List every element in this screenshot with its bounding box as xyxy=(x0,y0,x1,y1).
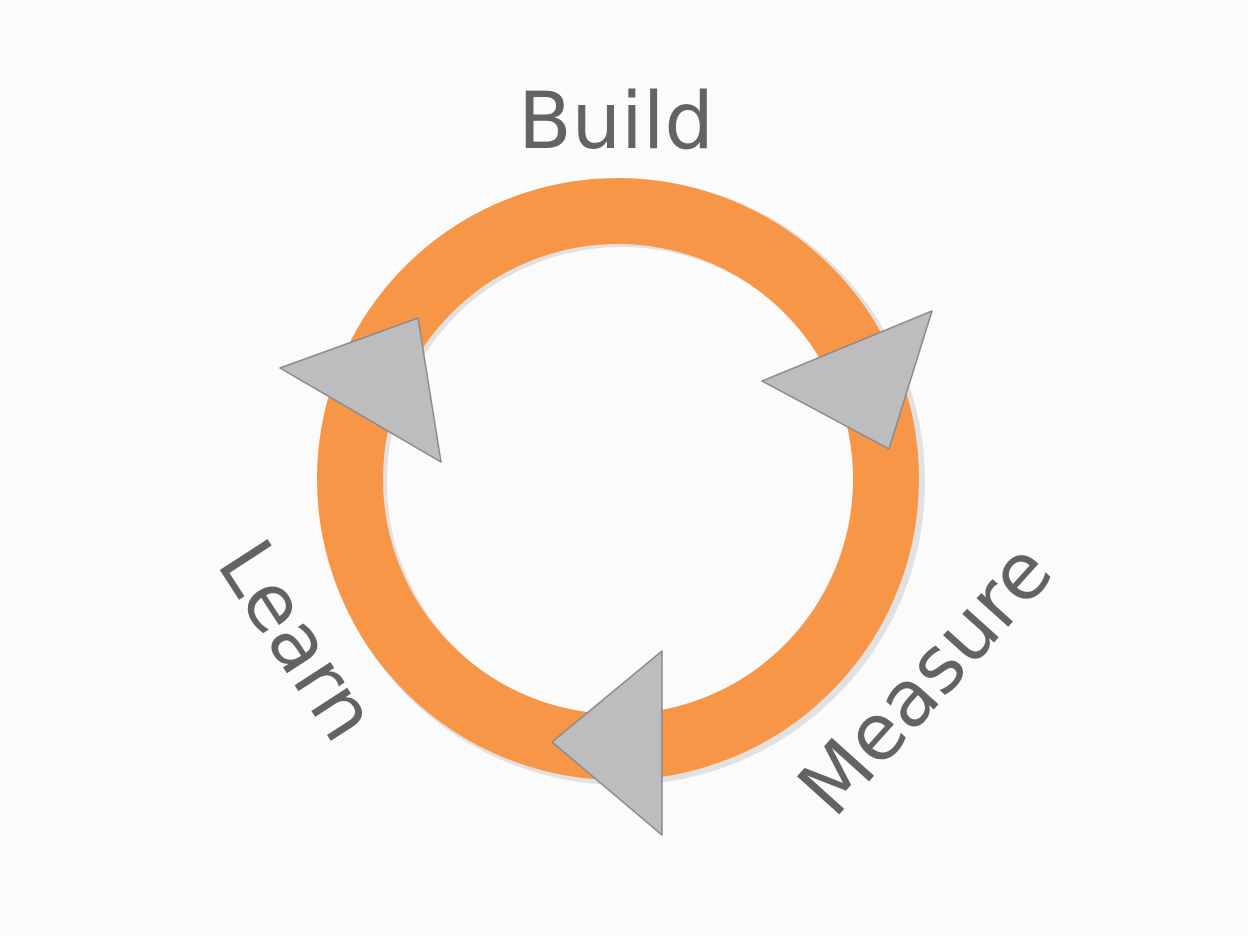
arrow-bottom-icon xyxy=(551,650,663,836)
arrow-left-icon xyxy=(279,317,442,463)
arrow-right-icon xyxy=(761,310,933,450)
stage-label-build: Build xyxy=(518,77,714,167)
cycle-ring xyxy=(317,178,919,780)
